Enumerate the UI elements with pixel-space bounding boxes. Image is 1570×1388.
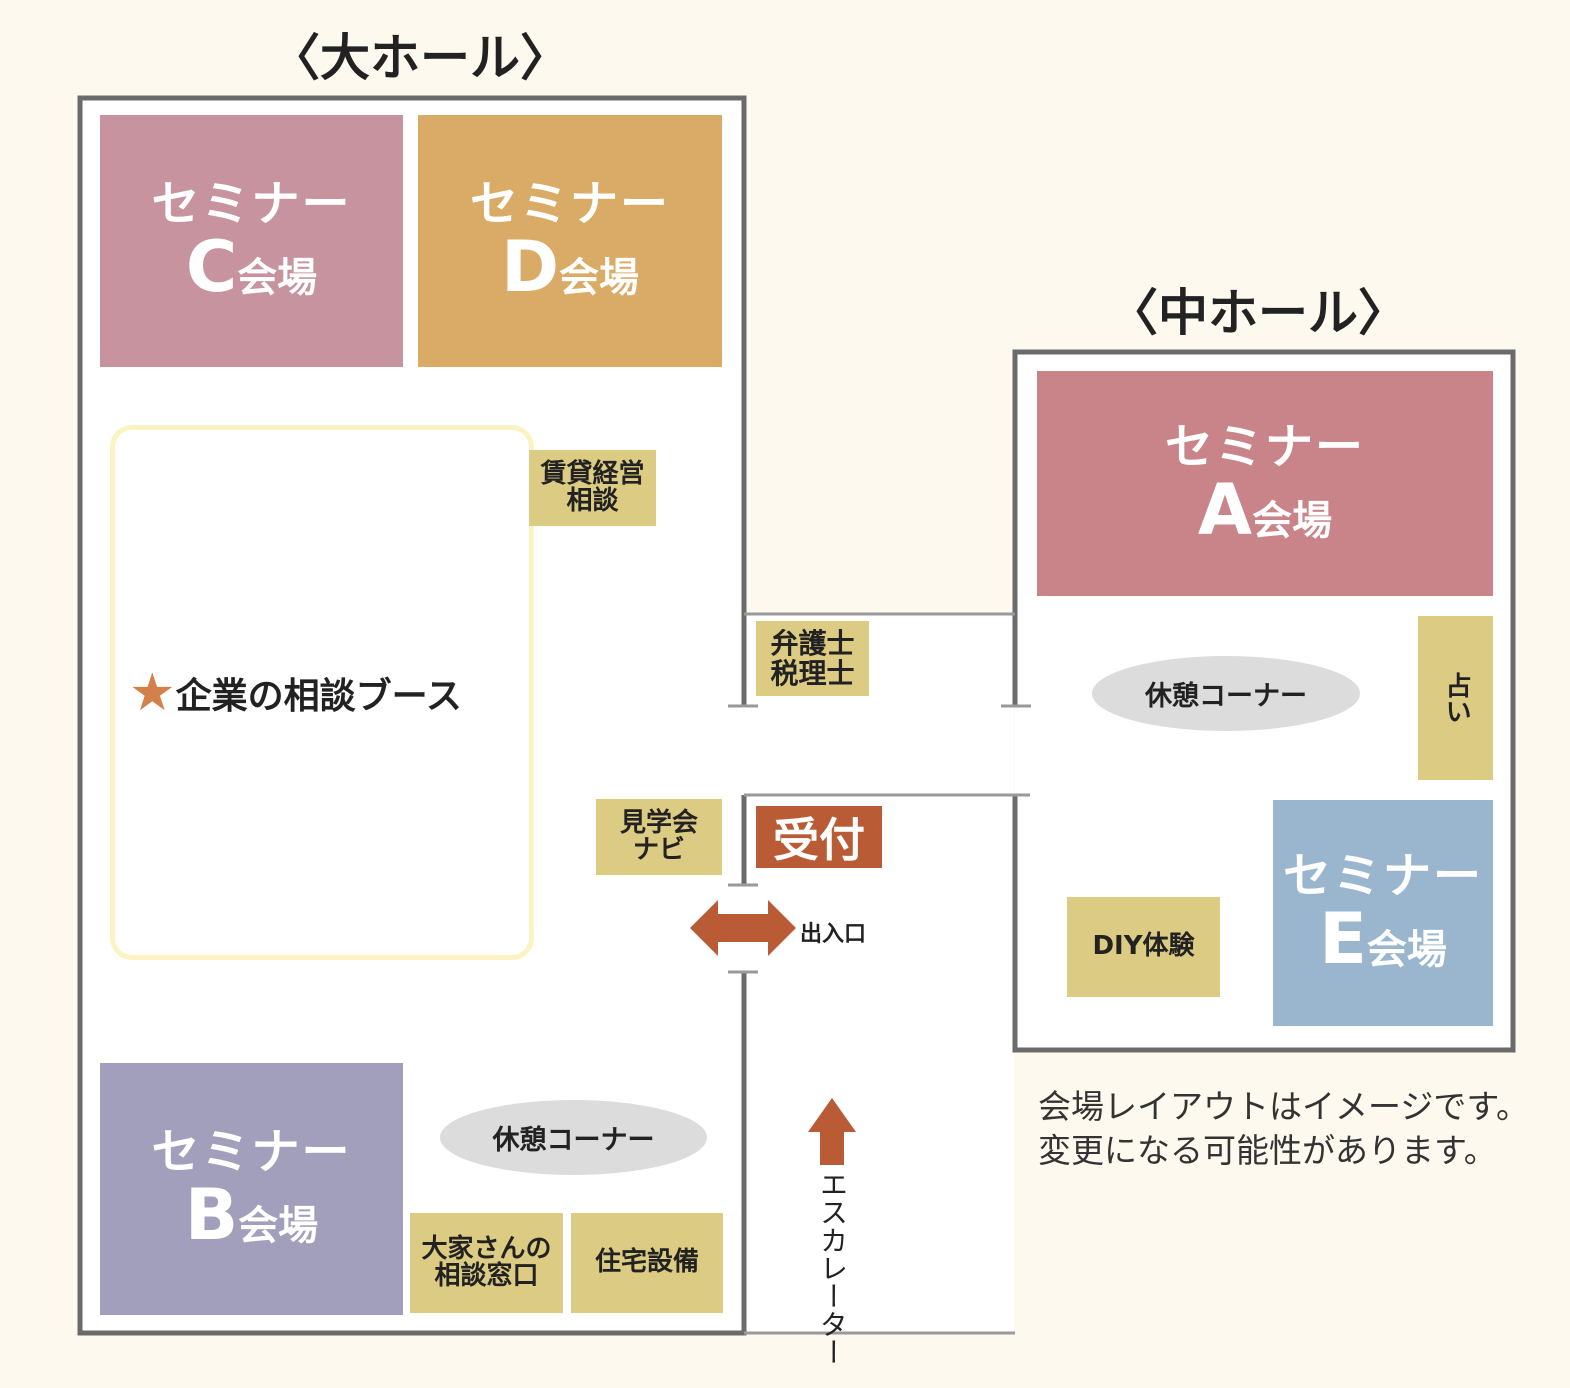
note-line-1: 会場レイアウトはイメージです。 — [1038, 1087, 1530, 1126]
tour-navi-booth: 見学会 ナビ — [596, 799, 722, 875]
layout-note: 会場レイアウトはイメージです。 変更になる可能性があります。 — [1038, 1085, 1529, 1173]
large-hall-title: 〈大ホール〉 — [270, 29, 570, 87]
escalator-up-arrow-icon — [808, 1098, 856, 1165]
seminar-a-room: セミナー A会場 — [1037, 371, 1493, 596]
escalator-label: エスカレーター — [816, 1170, 849, 1366]
diy-booth: DIY体験 — [1067, 897, 1220, 997]
entrance-double-arrow-icon — [690, 900, 796, 956]
housing-equipment-booth: 住宅設備 — [571, 1213, 723, 1313]
rest-corner-large: 休憩コーナー — [440, 1100, 707, 1175]
entrance-label: 出入口 — [800, 922, 867, 947]
landlord-consult-booth: 大家さんの 相談窓口 — [410, 1213, 563, 1313]
company-booth-area: ★ 企業の相談ブース — [110, 425, 534, 960]
reception-desk: 受付 — [756, 806, 882, 868]
seminar-c-room: セミナー C会場 — [100, 115, 403, 367]
medium-hall-title: 〈中ホール〉 — [1108, 284, 1408, 342]
rental-consult-booth: 賃貸経営 相談 — [529, 450, 656, 526]
corridor — [744, 614, 1014, 1334]
note-line-2: 変更になる可能性があります。 — [1038, 1131, 1497, 1170]
seminar-d-room: セミナー D会場 — [418, 115, 722, 367]
seminar-b-room: セミナー B会場 — [100, 1063, 403, 1315]
seminar-e-room: セミナー E会場 — [1273, 800, 1493, 1026]
company-booth-label: 企業の相談ブース — [175, 675, 462, 717]
rest-corner-medium: 休憩コーナー — [1092, 656, 1360, 731]
lawyer-tax-booth: 弁護士 税理士 — [756, 621, 869, 696]
star-icon: ★ — [129, 662, 176, 723]
fortune-booth: 占い — [1418, 616, 1493, 780]
